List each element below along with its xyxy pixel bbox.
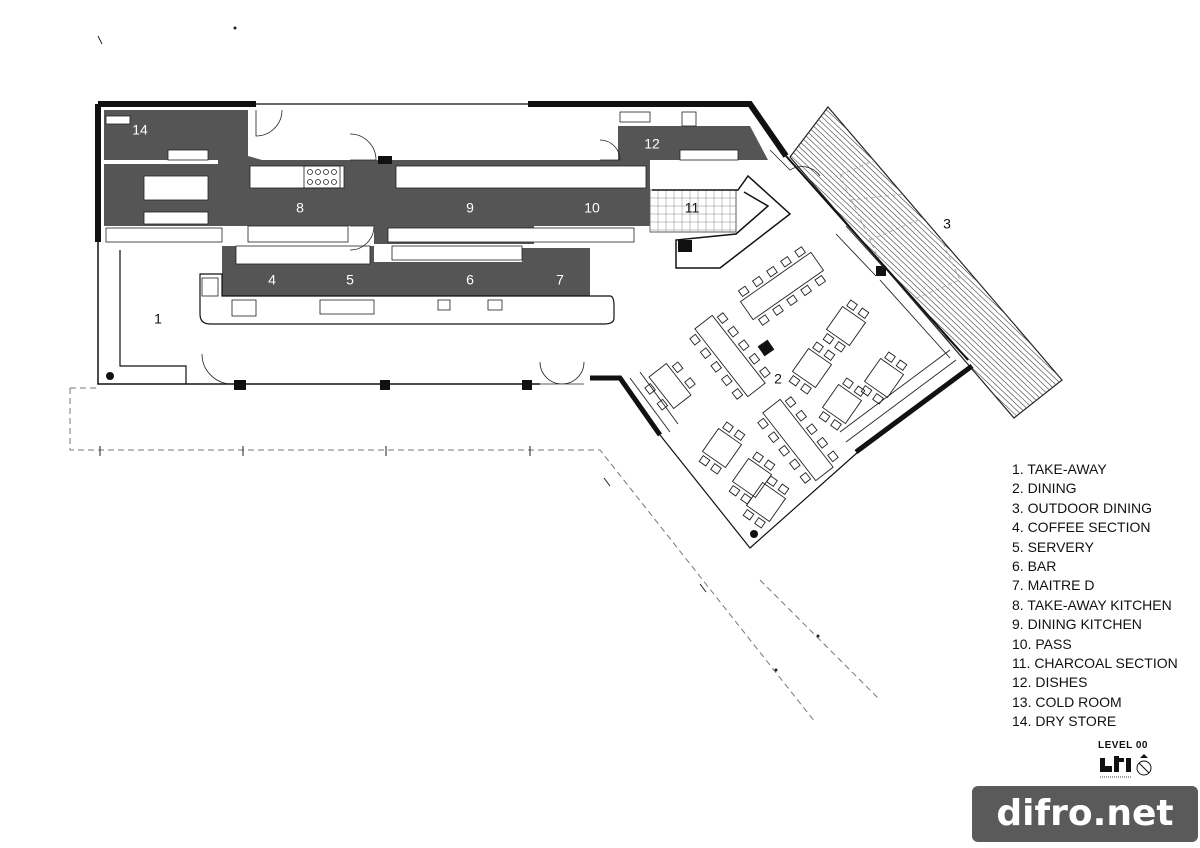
legend-item: 10. PASS	[1012, 635, 1072, 652]
room-label-6: 6	[466, 272, 474, 288]
kitchen-fixtures	[105, 111, 739, 265]
charcoal-tile-area	[649, 189, 737, 233]
legend-item: 5. SERVERY	[1012, 538, 1094, 555]
legend-item: 14. DRY STORE	[1012, 713, 1117, 730]
room-label-8: 8	[296, 200, 304, 216]
legend-item: 6. BAR	[1012, 558, 1057, 575]
front-counter-units	[201, 277, 503, 317]
survey-dot	[774, 668, 778, 672]
dining-table	[689, 312, 771, 400]
studio-logo	[1100, 754, 1152, 778]
structural-columns	[106, 156, 886, 538]
legend-item: 8. TAKE-AWAY KITCHEN	[1012, 596, 1172, 613]
dining-furniture	[644, 246, 908, 529]
legend-item: 11. CHARCOAL SECTION	[1012, 655, 1178, 672]
boundary-ticks	[97, 35, 707, 593]
dining-table	[822, 299, 870, 353]
legend-item: 12. DISHES	[1012, 674, 1088, 691]
front-counter	[199, 273, 615, 325]
room-label-14: 14	[132, 122, 148, 138]
legend-item: 7. MAITRE D	[1012, 577, 1095, 594]
dining-table	[818, 377, 866, 431]
door-swings	[201, 109, 821, 385]
room-number-labels: 1 2 3 4 5 6 7 8 9 10 11 12 13 14	[132, 122, 951, 387]
room-label-2: 2	[774, 371, 782, 387]
dining-table	[644, 361, 696, 411]
dining-table	[728, 451, 776, 505]
room-label-13: 13	[172, 183, 188, 199]
dining-table	[737, 246, 827, 326]
survey-dot	[816, 634, 820, 638]
room-label-1: 1	[154, 311, 162, 327]
cooktop	[303, 165, 341, 189]
dining-table	[757, 396, 839, 484]
room-label-11: 11	[685, 200, 700, 216]
room-label-4: 4	[268, 272, 276, 288]
room-label-7: 7	[556, 272, 564, 288]
dining-table	[742, 475, 790, 529]
charcoal-counter	[652, 174, 792, 269]
watermark-text: difro.net	[996, 793, 1174, 834]
room-label-9: 9	[466, 200, 474, 216]
watermark-badge: difro.net	[972, 786, 1198, 842]
legend-item: 9. DINING KITCHEN	[1012, 616, 1142, 633]
dining-table	[860, 351, 908, 405]
dining-table	[788, 341, 836, 395]
legend-item: 3. OUTDOOR DINING	[1012, 499, 1153, 516]
room-legend: 1. TAKE-AWAY 2. DINING 3. OUTDOOR DINING 4.…	[1012, 460, 1178, 732]
survey-dot	[233, 26, 237, 30]
legend-item: 4. COFFEE SECTION	[1012, 519, 1151, 536]
room-label-5: 5	[346, 272, 354, 288]
building-walls	[95, 101, 974, 549]
banquettes	[629, 225, 961, 443]
outdoor-deck	[789, 106, 1063, 419]
legend-item: 13. COLD ROOM	[1012, 693, 1122, 710]
legend-item: 2. DINING	[1012, 480, 1077, 497]
level-title: LEVEL 00	[1098, 740, 1148, 751]
room-label-12: 12	[644, 136, 660, 152]
charcoal-grill	[678, 240, 692, 252]
legend-item: 1. TAKE-AWAY	[1012, 461, 1107, 477]
zone-14-dry-store	[104, 110, 248, 160]
site-boundary	[69, 387, 881, 723]
room-label-3: 3	[943, 216, 951, 232]
room-label-10: 10	[584, 200, 600, 216]
dining-table	[698, 421, 746, 475]
